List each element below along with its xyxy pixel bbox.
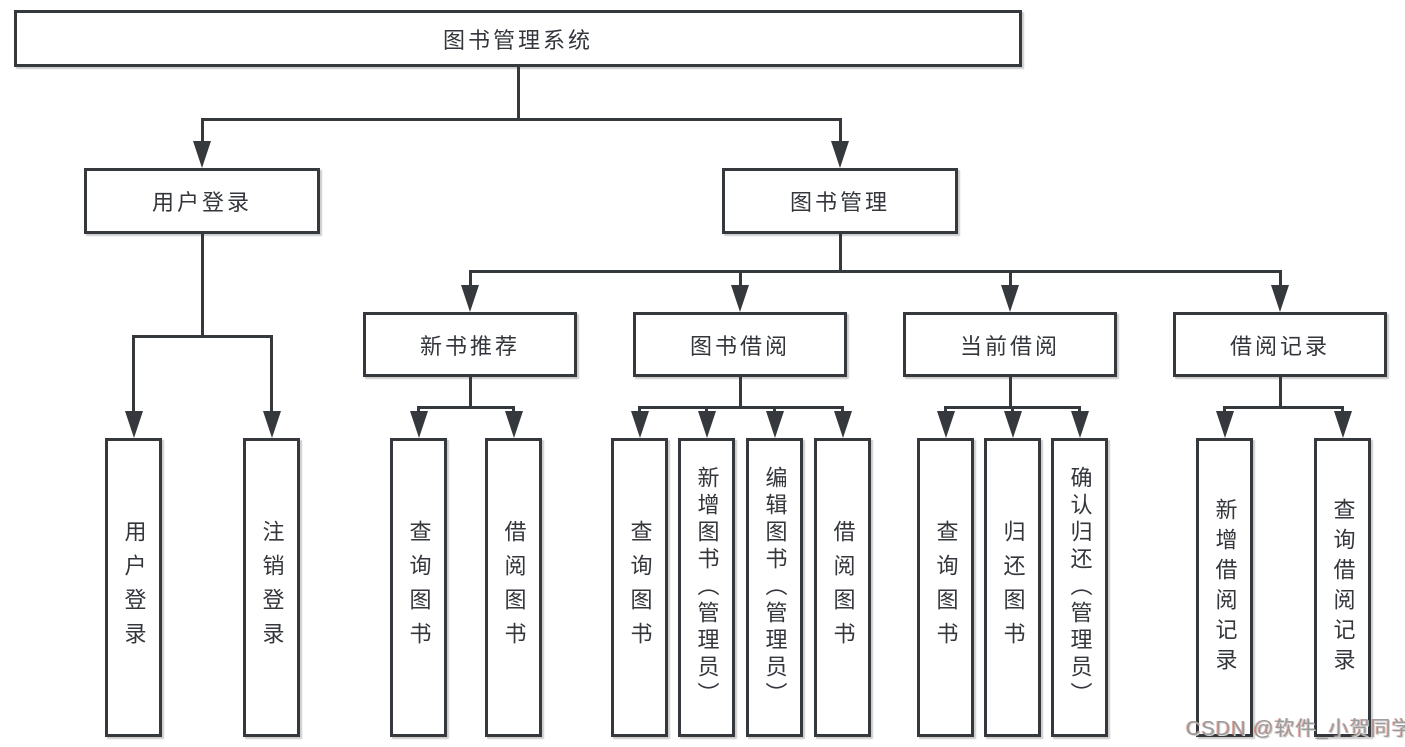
leaf-add-book-admin: 新增图书（管理员）	[678, 438, 735, 737]
connector-root-stub-left	[200, 118, 204, 142]
connector-current-stub-2	[1011, 405, 1014, 414]
leaf-logout: 注销登录	[243, 438, 300, 737]
leaf-query-borrow-record: 查询借阅记录	[1314, 438, 1371, 737]
node-user-login-label: 用户登录	[151, 190, 252, 215]
node-new-book-recommendation: 新书推荐	[363, 312, 577, 377]
connector-bookmgmt-stub-3	[1008, 270, 1012, 286]
connector-userlogin-stub-2	[270, 334, 273, 412]
leaf-borrow-books-borrowing: 借阅图书	[814, 438, 871, 737]
leaf-edit-book-admin-label: 编辑图书（管理员）	[762, 466, 788, 709]
connector-borrowing-stub-1	[638, 405, 641, 414]
node-book-borrowing: 图书借阅	[633, 312, 847, 377]
connector-bookmgmt-stub-2	[738, 270, 742, 286]
leaf-add-borrow-record-label: 新增借阅记录	[1212, 497, 1238, 678]
connector-recommend-hline	[417, 405, 515, 409]
leaf-query-books-current: 查询图书	[917, 438, 974, 737]
arrowhead-down	[765, 411, 784, 438]
leaf-borrow-books-borrowing-label: 借阅图书	[830, 519, 856, 656]
connector-bookmgmt-stub-4	[1278, 270, 1282, 286]
leaf-query-books-recommend: 查询图书	[390, 438, 447, 737]
node-library-system-label: 图书管理系统	[442, 27, 593, 53]
leaf-query-borrow-record-label: 查询借阅记录	[1330, 497, 1356, 678]
node-library-system: 图书管理系统	[14, 10, 1022, 67]
leaf-borrow-books-recommend-label: 借阅图书	[501, 519, 527, 656]
arrowhead-down	[697, 411, 716, 438]
leaf-user-login-label: 用户登录	[121, 519, 147, 656]
arrowhead-down	[731, 285, 749, 312]
leaf-borrow-books-recommend: 借阅图书	[485, 438, 542, 737]
connector-userlogin-stub-1	[132, 334, 135, 412]
connector-bookmgmt-hline	[468, 270, 1282, 273]
leaf-logout-label: 注销登录	[259, 519, 285, 656]
node-borrowing-records: 借阅记录	[1173, 312, 1387, 377]
node-book-borrowing-label: 图书借阅	[689, 333, 790, 359]
arrowhead-down	[833, 411, 852, 438]
connector-current-vline	[1008, 377, 1012, 408]
connector-borrowing-vline	[738, 377, 742, 408]
connector-records-stub-2	[1341, 405, 1344, 414]
node-book-management-label: 图书管理	[789, 190, 890, 215]
arrowhead-down	[193, 141, 211, 168]
leaf-confirm-return-admin-label: 确认归还（管理员）	[1067, 466, 1093, 709]
node-current-borrowing: 当前借阅	[903, 312, 1117, 377]
arrowhead-down	[461, 285, 479, 312]
leaf-query-books-current-label: 查询图书	[933, 519, 959, 656]
connector-records-vline	[1278, 377, 1282, 408]
connector-recommend-stub-2	[512, 405, 515, 414]
connector-recommend-vline	[468, 377, 472, 408]
connector-bookmgmt-vline	[838, 234, 842, 273]
node-new-book-recommendation-label: 新书推荐	[419, 333, 520, 359]
leaf-add-borrow-record: 新增借阅记录	[1196, 438, 1253, 737]
watermark: CSDN @软件_小贺同学	[1186, 718, 1405, 740]
connector-root-vline	[516, 67, 520, 119]
connector-borrowing-stub-2	[705, 405, 708, 414]
arrowhead-down	[1070, 411, 1089, 438]
arrowhead-down	[262, 411, 281, 438]
leaf-return-books: 归还图书	[984, 438, 1041, 737]
connector-recommend-stub-1	[417, 405, 420, 414]
arrowhead-down	[1333, 411, 1352, 438]
node-current-borrowing-label: 当前借阅	[959, 333, 1060, 359]
connector-borrowing-hline	[638, 405, 844, 409]
node-user-login: 用户登录	[84, 168, 320, 234]
connector-userlogin-vline	[200, 234, 204, 337]
leaf-query-books-borrowing-label: 查询图书	[627, 519, 653, 656]
leaf-query-books-recommend-label: 查询图书	[406, 519, 432, 656]
connector-current-stub-1	[944, 405, 947, 414]
arrowhead-down	[1001, 285, 1019, 312]
connector-bookmgmt-stub-1	[468, 270, 472, 286]
connector-userlogin-hline	[132, 334, 273, 338]
leaf-edit-book-admin: 编辑图书（管理员）	[746, 438, 803, 737]
arrowhead-down	[409, 411, 428, 438]
leaf-query-books-borrowing: 查询图书	[611, 438, 668, 737]
arrowhead-down	[936, 411, 955, 438]
arrowhead-down	[504, 411, 523, 438]
leaf-user-login: 用户登录	[105, 438, 162, 737]
arrowhead-down	[630, 411, 649, 438]
connector-root-stub-right	[838, 118, 842, 142]
connector-borrowing-stub-4	[841, 405, 844, 414]
connector-borrowing-stub-3	[773, 405, 776, 414]
connector-root-hline	[200, 118, 842, 121]
connector-records-hline	[1223, 405, 1344, 409]
arrowhead-down	[1215, 411, 1234, 438]
connector-records-stub-1	[1223, 405, 1226, 414]
leaf-confirm-return-admin: 确认归还（管理员）	[1051, 438, 1108, 737]
arrowhead-down	[124, 411, 143, 438]
arrowhead-down	[1271, 285, 1289, 312]
leaf-return-books-label: 归还图书	[1000, 519, 1026, 656]
arrowhead-down	[1003, 411, 1022, 438]
node-book-management: 图书管理	[722, 168, 958, 234]
leaf-add-book-admin-label: 新增图书（管理员）	[694, 466, 720, 709]
node-borrowing-records-label: 借阅记录	[1229, 333, 1330, 359]
connector-current-stub-3	[1078, 405, 1081, 414]
arrowhead-down	[831, 141, 849, 168]
